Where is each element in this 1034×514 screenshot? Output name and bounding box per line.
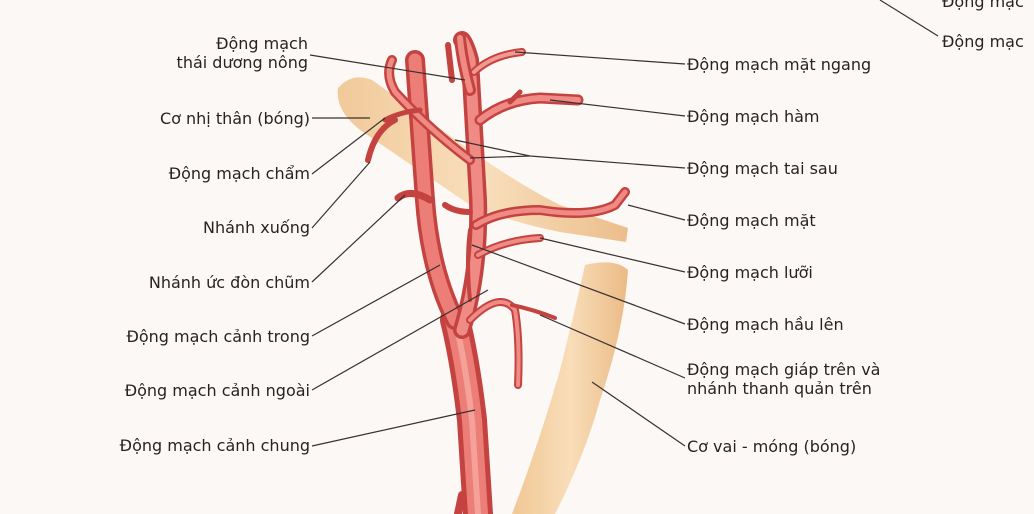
leader-superficial-temporal — [309, 54, 466, 81]
leader-occipital — [311, 117, 386, 175]
label-superficial-temporal: Động mạch thái dương nông — [120, 34, 308, 72]
leader-ascending-pharyngeal — [471, 244, 686, 325]
label-superior-thyroid-line1: Động mạch giáp trên và — [687, 360, 881, 379]
label-digastric: Cơ nhị thân (bóng) — [159, 109, 310, 128]
label-posterior-auricular: Động mạch tai sau — [687, 159, 838, 178]
leader-sternocleidomastoid — [311, 194, 406, 283]
label-common-carotid: Động mạch cảnh chung — [119, 436, 310, 455]
leader-lines — [309, 0, 939, 447]
label-superior-thyroid: Động mạch giáp trên và nhánh thanh quản … — [687, 360, 880, 398]
label-external-carotid: Động mạch cảnh ngoài — [124, 381, 310, 400]
leader-external-carotid — [311, 289, 489, 391]
leader-transverse-facial — [514, 51, 686, 65]
ascending-pharyngeal-artery — [466, 228, 472, 302]
label-superior-thyroid-line2: nhánh thanh quản trên — [687, 379, 872, 398]
label-internal-carotid: Động mạch cảnh trong — [126, 327, 310, 346]
label-top-right-2: Động mạc — [942, 32, 1024, 51]
label-lingual: Động mạch lưỡi — [687, 263, 813, 282]
leader-internal-carotid — [311, 264, 441, 337]
descending-branch-artery — [365, 117, 398, 163]
leader-maxillary — [549, 99, 686, 117]
leader-descending-branch — [311, 161, 371, 229]
label-superficial-temporal-line2: thái dương nông — [176, 53, 308, 72]
label-ascending-pharyngeal: Động mạch hầu lên — [687, 315, 844, 334]
label-descending-branch: Nhánh xuống — [203, 218, 310, 237]
label-sternocleidomastoid-branch: Nhánh ức đòn chũm — [148, 273, 310, 292]
label-superficial-temporal-line1: Động mạch — [216, 34, 308, 53]
leader-top-right — [879, 0, 939, 37]
label-facial: Động mạch mặt — [687, 211, 816, 230]
sternocleidomastoid-branch-artery — [394, 190, 434, 204]
leader-lingual — [539, 237, 686, 273]
leader-common-carotid — [311, 409, 476, 447]
label-omohyoid: Cơ vai - móng (bóng) — [687, 437, 857, 456]
transverse-facial-artery — [470, 48, 526, 76]
label-occipital: Động mạch chẩm — [168, 164, 310, 183]
omohyoid-muscle — [512, 262, 628, 514]
leader-superior-thyroid — [539, 314, 686, 379]
label-maxillary: Động mạch hàm — [687, 107, 820, 126]
leader-omohyoid — [591, 381, 686, 447]
label-top-right-1: Động mạc — [942, 0, 1024, 11]
leader-facial — [627, 204, 686, 221]
label-transverse-facial: Động mạch mặt ngang — [687, 55, 872, 74]
